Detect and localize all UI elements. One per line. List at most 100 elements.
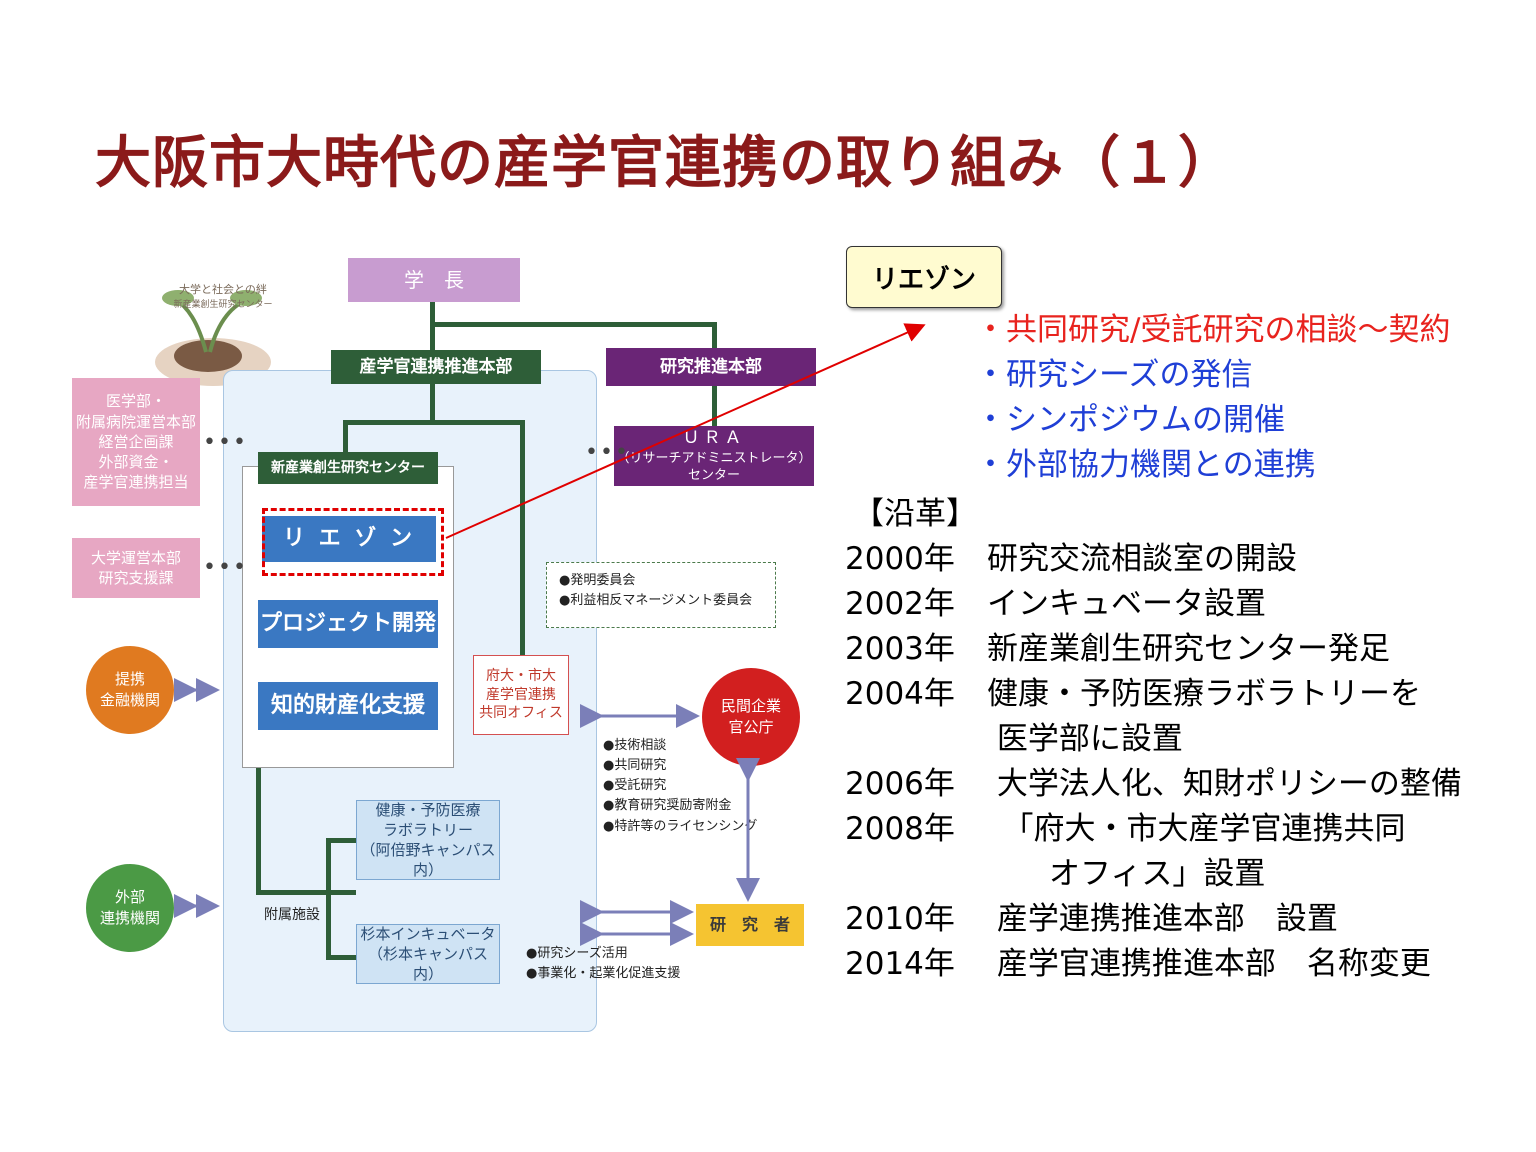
history-text: 医学部に設置 — [987, 721, 1183, 757]
finance-circle: 提携 金融機関 — [86, 646, 174, 734]
history-row: 医学部に設置 — [845, 717, 1462, 762]
history-text: 産学連携推進本部 設置 — [987, 901, 1338, 937]
incubator-line: （杉本キャンパス内） — [367, 944, 488, 984]
committee-box: ●発明委員会 ●利益相反マネージメント委員会 — [546, 562, 776, 628]
history-year: 2000年 — [845, 541, 955, 577]
history-year: 2006年 — [845, 766, 955, 802]
history-year: 2002年 — [845, 586, 955, 622]
history-year: 2014年 — [845, 946, 955, 982]
seed-item: ●事業化・起業化促進支援 — [526, 966, 681, 982]
liaison-box: リ エ ゾ ン — [262, 516, 436, 562]
medical-line: 附属病院運営本部 — [75, 412, 196, 431]
lab-line: （阿倍野キャンパス内） — [360, 841, 496, 880]
history-text: 「府大・市大産学官連携共同 — [987, 811, 1406, 847]
researcher-box: 研 究 者 — [696, 904, 804, 946]
history-title: 【沿革】 — [853, 496, 977, 532]
joint-office-box: 府大・市大 産学官連携 共同オフィス — [473, 655, 569, 735]
project-box: プロジェクト開発 — [258, 600, 438, 648]
connector — [343, 420, 525, 425]
incubator-box: 杉本インキュベータ （杉本キャンパス内） — [356, 924, 500, 984]
history-row: 2003年新産業創生研究センター発足 — [845, 627, 1462, 672]
private-line: 民間企業 — [720, 697, 781, 715]
connector — [326, 955, 358, 960]
medical-line: 医学部・ — [105, 392, 166, 411]
ura-subtitle: （リサーチアドミニストレータ）センター — [616, 450, 812, 484]
private-line: 官公庁 — [728, 718, 774, 736]
history-text: 産学官連携推進本部 名称変更 — [987, 946, 1431, 982]
history-year: 2004年 — [845, 676, 955, 712]
service-item: ●特許等のライセンシング — [603, 818, 758, 834]
incubator-line: 杉本インキュベータ — [360, 924, 496, 943]
medical-line: 経営企画課 — [98, 432, 174, 451]
connector — [430, 322, 717, 327]
liaison-highlight — [262, 508, 444, 576]
history-row: 2008年 「府大・市大産学官連携共同 — [845, 807, 1462, 852]
research-hq-box: 研究推進本部 — [606, 348, 816, 386]
history-text: 大学法人化、知財ポリシーの整備 — [987, 766, 1462, 802]
external-line: 連携機関 — [99, 909, 160, 927]
connector — [430, 302, 435, 352]
joint-office-line: 産学官連携 — [486, 686, 556, 703]
ura-title: ＵＲＡ — [682, 427, 746, 448]
history-row: 2010年 産学連携推進本部 設置 — [845, 897, 1462, 942]
liaison-function-item: ・シンポジウムの開催 — [975, 402, 1285, 438]
connector — [326, 840, 331, 960]
facility-label: 附属施設 — [264, 907, 320, 923]
service-item: ●受託研究 — [603, 778, 667, 794]
connector — [520, 420, 525, 655]
service-item: ●教育研究奨励寄附金 — [603, 798, 732, 814]
seeds-list: ●研究シーズ活用 ●事業化・起業化促進支援 — [526, 944, 680, 984]
services-list: ●技術相談 ●共同研究 ●受託研究 ●教育研究奨励寄附金 ●特許等のライセンシン… — [603, 736, 757, 837]
logo-line: 新産業創生研究センター — [173, 299, 273, 310]
connector — [256, 765, 261, 895]
connector — [712, 384, 717, 426]
history-section: 【沿革】 2000年研究交流相談室の開設 2002年インキュベータ設置 2003… — [845, 492, 1462, 987]
ura-box: ＵＲＡ （リサーチアドミニストレータ）センター — [614, 426, 814, 486]
liaison-function-item: ・共同研究/受託研究の相談～契約 — [975, 312, 1451, 348]
history-row: オフィス」設置 — [845, 852, 1462, 897]
history-text: 新産業創生研究センター発足 — [987, 631, 1390, 667]
external-line: 外部 — [114, 888, 145, 906]
finance-line: 提携 — [114, 670, 145, 688]
external-circle: 外部 連携機関 — [86, 864, 174, 952]
seed-item: ●研究シーズ活用 — [526, 946, 628, 961]
history-row: 2000年研究交流相談室の開設 — [845, 537, 1462, 582]
finance-line: 金融機関 — [99, 691, 160, 709]
history-year — [845, 852, 987, 897]
dotted-link: ••• — [203, 430, 248, 455]
medical-box: 医学部・ 附属病院運営本部 経営企画課 外部資金・ 産学官連携担当 — [72, 378, 200, 506]
dotted-link: ••• — [203, 555, 248, 580]
double-arrows — [174, 678, 760, 946]
history-year: 2010年 — [845, 901, 955, 937]
connector — [430, 382, 435, 422]
joint-office-line: 共同オフィス — [479, 705, 563, 722]
history-text: インキュベータ設置 — [987, 586, 1266, 622]
liaison-functions: ・共同研究/受託研究の相談～契約 ・研究シーズの発信 ・シンポジウムの開催 ・外… — [975, 308, 1450, 488]
page-title: 大阪市大時代の産学官連携の取り組み（１） — [95, 131, 1235, 196]
history-row: 2002年インキュベータ設置 — [845, 582, 1462, 627]
logo-text: 大学と社会との絆 新産業創生研究センター — [168, 282, 278, 312]
service-item: ●共同研究 — [603, 758, 667, 774]
lab-line: 健康・予防医療 — [375, 800, 481, 819]
logo-line: 大学と社会との絆 — [179, 283, 267, 296]
history-text: オフィス」設置 — [987, 856, 1266, 892]
service-item: ●技術相談 — [603, 738, 667, 753]
history-row: 2004年健康・予防医療ラボラトリーを — [845, 672, 1462, 717]
center-title: 新産業創生研究センター — [258, 452, 438, 484]
history-year — [845, 717, 987, 762]
president-box: 学 長 — [348, 258, 520, 302]
connector — [256, 890, 356, 895]
lab-line: ラボラトリー — [382, 820, 473, 839]
admin-box: 大学運営本部 研究支援課 — [72, 538, 200, 598]
admin-line: 大学運営本部 — [90, 548, 181, 567]
liaison-arrow — [445, 323, 926, 539]
private-circle: 民間企業 官公庁 — [702, 668, 800, 766]
joint-office-line: 府大・市大 — [486, 667, 556, 684]
history-row: 2014年 産学官連携推進本部 名称変更 — [845, 942, 1462, 987]
hq-box: 産学官連携推進本部 — [331, 350, 541, 384]
connector — [326, 838, 358, 843]
liaison-function-item: ・外部協力機関との連携 — [975, 447, 1316, 483]
history-year: 2008年 — [845, 811, 955, 847]
history-year: 2003年 — [845, 631, 955, 667]
